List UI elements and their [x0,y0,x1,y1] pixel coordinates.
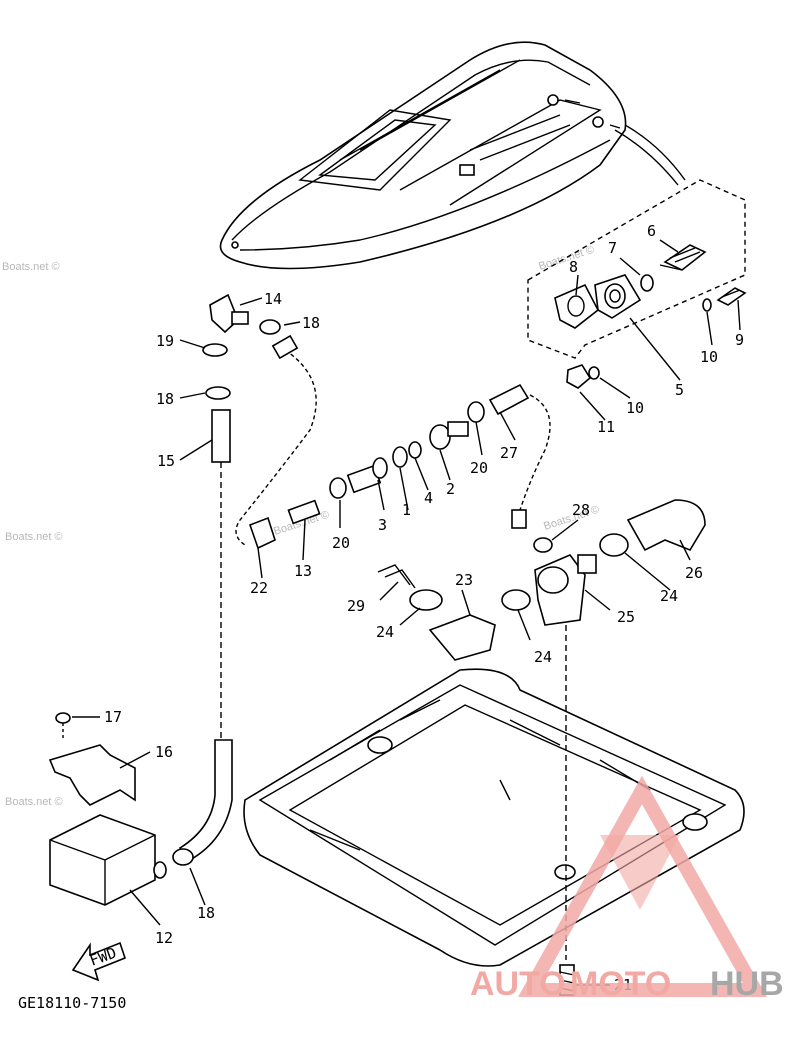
logo-text-hub: HUB [710,965,784,1003]
callout-24: 24 [660,587,678,605]
frame-drawing [243,668,745,967]
part-28-drawing [533,537,553,553]
callout-22: 22 [250,579,268,597]
part-25-drawing [534,554,597,626]
part-10-washer [588,366,600,380]
part-7-drawing [640,274,654,292]
watermark-text: Boats.net © [5,531,63,543]
callout-18: 18 [156,390,174,408]
part-20-clamp-drawing [467,401,485,423]
callout-5: 5 [675,381,684,399]
part-27-hose-end [488,383,530,416]
watermark-text: Boats.net © [2,261,60,273]
callout-2: 2 [446,480,455,498]
automotohub-logo: AUTO MOTO HUB [470,775,784,1003]
part-2-drawing [429,421,469,450]
part-18-clamp-drawing [205,386,231,400]
logo-text-auto: AUTO [470,965,566,1003]
callout-12: 12 [155,929,173,947]
callout-8: 8 [569,258,578,276]
drawing-code: GE18110-7150 [18,994,126,1012]
callout-4: 4 [424,489,433,507]
part-20-clamp-drawing [329,477,347,499]
subassembly-box [527,179,746,359]
part-19-drawing [202,343,228,357]
hull-drawing [219,41,686,270]
part-5-drawing [594,274,642,319]
part-22-drawing [248,516,276,550]
part-18-clamp-drawing [259,319,281,335]
part-18-hose-end [271,334,299,360]
hose-route [235,349,317,546]
callout-17: 17 [104,708,122,726]
callout-27: 27 [500,444,518,462]
callout-18: 18 [197,904,215,922]
part-23-drawing [428,614,496,661]
watermark-text: Boats.net © [5,796,63,808]
callout-10: 10 [626,399,644,417]
callout-26: 26 [685,564,703,582]
part-24-clamp-drawing [409,589,443,611]
callout-24: 24 [534,648,552,666]
part-29-drawing [377,564,416,589]
callout-6: 6 [647,222,656,240]
callout-24: 24 [376,623,394,641]
callout-9: 9 [735,331,744,349]
part-24-clamp-drawing [501,589,531,611]
callout-1: 1 [402,501,411,519]
leader-lines [72,239,741,986]
part-10-washer [702,298,712,312]
part-4-drawing [408,441,422,459]
part-15-pipe [211,409,231,463]
part-3-drawing [346,457,388,494]
callout-13: 13 [294,562,312,580]
callout-11: 11 [597,418,615,436]
callout-15: 15 [157,452,175,470]
callout-7: 7 [608,239,617,257]
part-11-drawing [566,364,592,389]
callout-20: 20 [470,459,488,477]
callout-25: 25 [617,608,635,626]
callout-10: 10 [700,348,718,366]
callout-19: 19 [156,332,174,350]
callout-29: 29 [347,597,365,615]
callout-23: 23 [455,571,473,589]
callout-16: 16 [155,743,173,761]
part-hose-lower [178,739,233,862]
callout-20: 20 [332,534,350,552]
callout-3: 3 [378,516,387,534]
callout-14: 14 [264,290,282,308]
callout-18: 18 [302,314,320,332]
part-18-clamp-drawing [172,848,194,866]
part-12-drawing [49,814,167,906]
fwd-arrow: FWD [71,941,126,982]
part-26-drawing [626,499,706,552]
part-13-drawing [287,499,321,525]
fwd-label: FWD [87,944,119,970]
hose-27-route [519,394,551,511]
part-24-clamp-drawing [599,533,629,557]
part-9-drawing [716,287,747,306]
callout-28: 28 [572,501,590,519]
part-1-drawing [392,446,408,468]
watermark-text: Boats.net © [537,244,596,273]
part-14-drawing [209,293,249,334]
part-6-drawing [659,244,707,271]
part-16-drawing [48,744,136,806]
part-27-hose-end [511,509,527,529]
logo-text-moto: MOTO [570,965,671,1003]
part-17-drawing [55,712,71,740]
part-8-drawing [554,283,600,329]
